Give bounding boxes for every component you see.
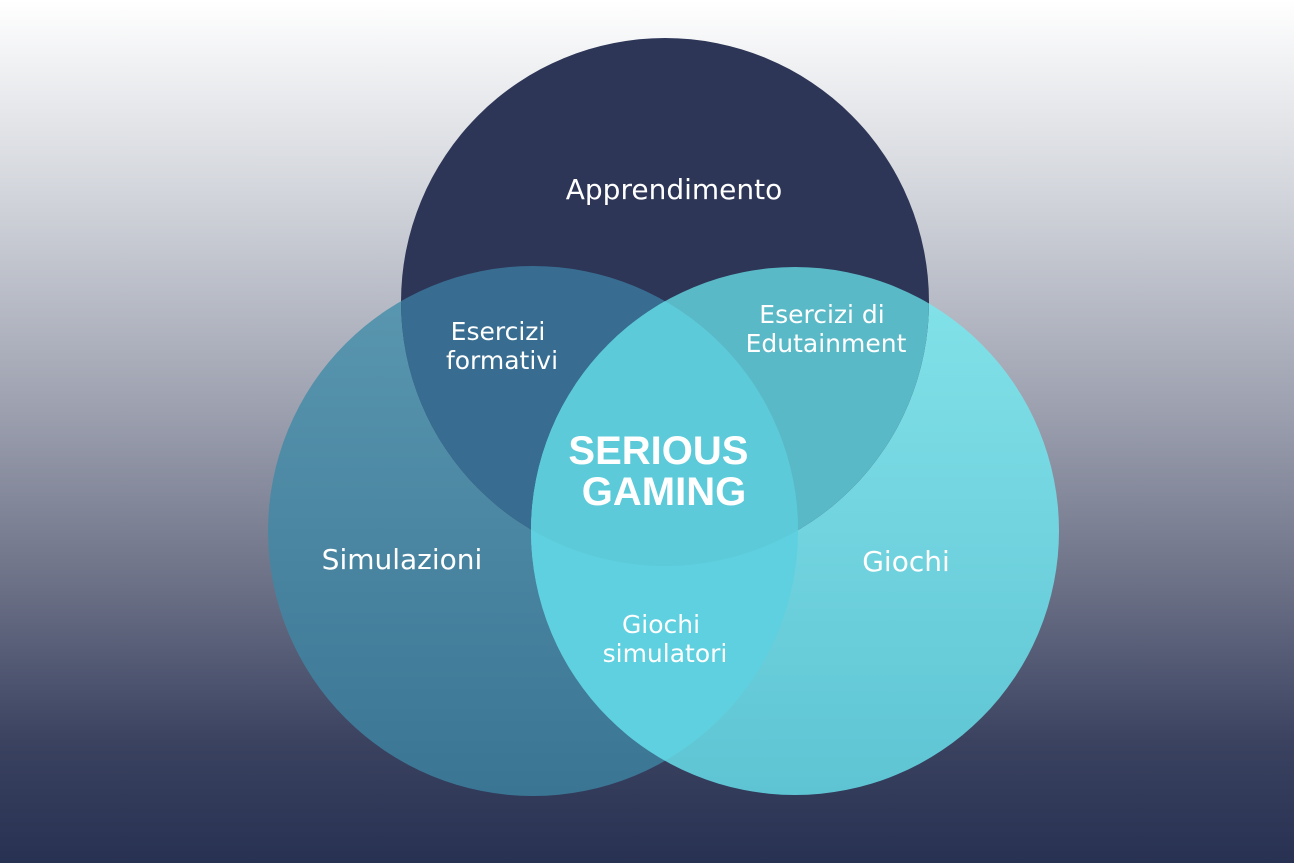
overlap-center bbox=[531, 267, 798, 566]
label-apprendimento: Apprendimento bbox=[566, 173, 782, 206]
label-esercizi-formativi: Esercizi formativi bbox=[446, 317, 558, 375]
label-giochi: Giochi bbox=[862, 545, 950, 578]
label-esercizi-edutainment: Esercizi di Edutainment bbox=[746, 300, 907, 358]
label-giochi-simulatori: Giochi simulatori bbox=[603, 610, 728, 668]
label-simulazioni: Simulazioni bbox=[322, 543, 483, 576]
label-serious-gaming: SERIOUS GAMING bbox=[568, 429, 759, 514]
